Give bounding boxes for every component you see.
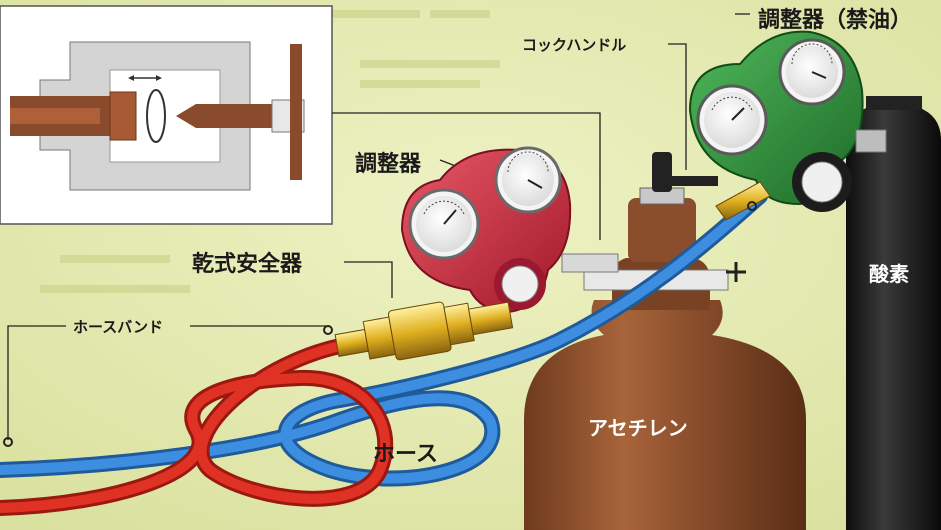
acetylene-cylinder [524,152,806,530]
label-acetylene-cylinder: アセチレン [588,416,688,440]
pressure-gauge-icon [494,146,562,214]
pressure-gauge-icon [408,188,480,260]
valve-cross-section-inset [0,5,333,225]
valve-knob-icon [792,152,852,212]
label-dry-safety-device: 乾式安全器 [192,252,303,277]
valve-knob-icon [494,258,546,310]
hose-fitting [715,181,771,221]
label-cock-handle: コックハンドル [522,36,627,54]
acetylene-regulator [400,146,619,314]
leader-lines [7,13,750,440]
label-regulator: 調整器 [355,152,422,177]
oxygen-cylinder [846,96,941,530]
dry-safety-device-icon [334,301,514,361]
pressure-gauge-icon [696,84,768,156]
acetylene-hose [0,338,394,516]
label-oxygen-cylinder: 酸素 [869,262,909,286]
hose-band-icon [3,201,757,447]
background-texture [40,10,500,293]
oxygen-hose [0,188,768,487]
label-hose: ホース [373,442,438,467]
label-regulator-oil-free: 調整器（禁油） [758,8,913,33]
pressure-gauge-icon [778,38,846,106]
label-hose-band: ホースバンド [73,318,164,336]
oxygen-regulator [688,30,887,212]
